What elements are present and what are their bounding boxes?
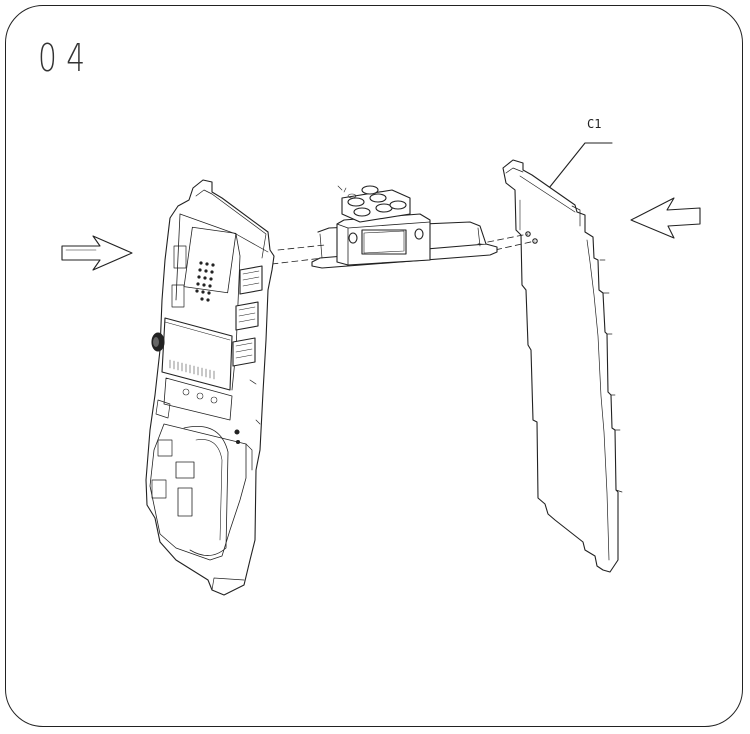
arrow-right-icon — [62, 236, 132, 270]
alignment-lines — [272, 234, 535, 264]
cover-callout-leader — [549, 143, 612, 188]
step-number: 04 — [38, 36, 95, 80]
connector-block-icon — [312, 186, 497, 268]
step-frame — [5, 5, 743, 727]
cover-plate-icon — [503, 160, 622, 572]
pcb-assembly-icon — [146, 180, 274, 595]
cover-part-label: C1 — [587, 117, 602, 131]
arrow-left-icon — [631, 198, 700, 238]
